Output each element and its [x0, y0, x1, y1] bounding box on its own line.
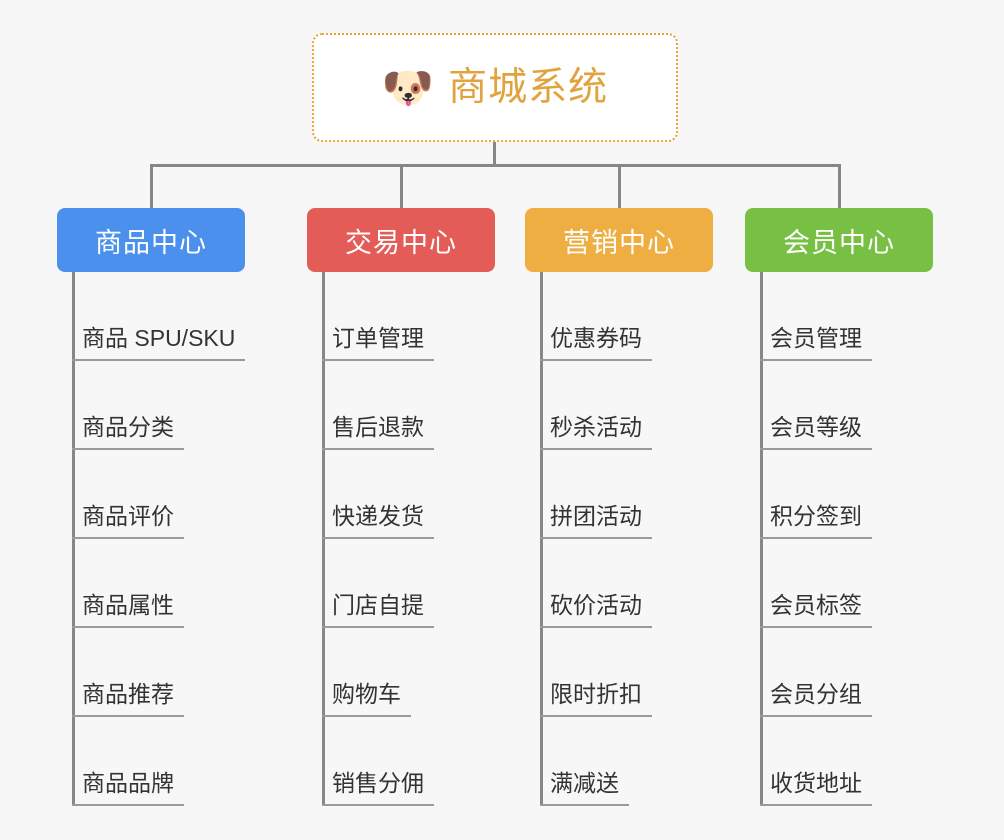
- list-item[interactable]: 商品属性: [57, 539, 245, 628]
- connector-drop-3: [618, 164, 621, 209]
- branch-column-1: 商品中心 商品 SPU/SKU 商品分类 商品评价 商品属性 商品推荐 商品品牌: [57, 208, 246, 806]
- branch-spine-2: [322, 272, 325, 806]
- list-item[interactable]: 会员标签: [745, 539, 933, 628]
- list-item[interactable]: 积分签到: [745, 450, 933, 539]
- branch-body-2: 订单管理 售后退款 快递发货 门店自提 购物车 销售分佣: [307, 272, 495, 806]
- list-item[interactable]: 商品 SPU/SKU: [57, 272, 246, 361]
- list-item[interactable]: 限时折扣: [525, 628, 713, 717]
- branch-column-4: 会员中心 会员管理 会员等级 积分签到 会员标签 会员分组 收货地址: [745, 208, 933, 806]
- leaf-label: 限时折扣: [540, 683, 652, 717]
- branch-header-1[interactable]: 商品中心: [57, 208, 245, 272]
- connector-trunk: [150, 164, 841, 167]
- leaf-label: 快递发货: [322, 505, 434, 539]
- branch-column-3: 营销中心 优惠券码 秒杀活动 拼团活动 砍价活动 限时折扣 满减送: [525, 208, 713, 806]
- list-item[interactable]: 商品推荐: [57, 628, 245, 717]
- branch-spine-3: [540, 272, 543, 806]
- list-item[interactable]: 会员分组: [745, 628, 933, 717]
- branch-body-4: 会员管理 会员等级 积分签到 会员标签 会员分组 收货地址: [745, 272, 933, 806]
- list-item[interactable]: 优惠券码: [525, 272, 713, 361]
- list-item[interactable]: 会员管理: [745, 272, 933, 361]
- leaf-label: 满减送: [540, 772, 629, 806]
- leaf-label: 售后退款: [322, 416, 434, 450]
- list-item[interactable]: 商品品牌: [57, 717, 245, 806]
- leaf-label: 秒杀活动: [540, 416, 652, 450]
- leaf-label: 会员分组: [760, 683, 872, 717]
- root-title: 商城系统: [448, 66, 609, 109]
- list-item[interactable]: 会员等级: [745, 361, 933, 450]
- leaf-label: 拼团活动: [540, 505, 652, 539]
- list-item[interactable]: 满减送: [525, 717, 713, 806]
- leaf-label: 订单管理: [322, 327, 434, 361]
- branch-column-2: 交易中心 订单管理 售后退款 快递发货 门店自提 购物车 销售分佣: [307, 208, 495, 806]
- list-item[interactable]: 订单管理: [307, 272, 495, 361]
- list-item[interactable]: 秒杀活动: [525, 361, 713, 450]
- branch-spine-1: [72, 272, 75, 806]
- leaf-label: 商品 SPU/SKU: [72, 327, 246, 361]
- branch-header-3[interactable]: 营销中心: [525, 208, 713, 272]
- leaf-label: 会员等级: [760, 416, 872, 450]
- dog-face-icon: 🐶: [381, 63, 435, 111]
- leaf-label: 优惠券码: [540, 327, 652, 361]
- list-item[interactable]: 商品评价: [57, 450, 245, 539]
- list-item[interactable]: 砍价活动: [525, 539, 713, 628]
- list-item[interactable]: 快递发货: [307, 450, 495, 539]
- leaf-label: 销售分佣: [322, 772, 434, 806]
- branch-header-2[interactable]: 交易中心: [307, 208, 495, 272]
- leaf-label: 商品品牌: [72, 772, 184, 806]
- list-item[interactable]: 购物车: [307, 628, 495, 717]
- branch-body-3: 优惠券码 秒杀活动 拼团活动 砍价活动 限时折扣 满减送: [525, 272, 713, 806]
- connector-drop-4: [838, 164, 841, 209]
- list-item[interactable]: 门店自提: [307, 539, 495, 628]
- leaf-label: 商品分类: [72, 416, 184, 450]
- leaf-label: 门店自提: [322, 594, 434, 628]
- list-item[interactable]: 售后退款: [307, 361, 495, 450]
- list-item[interactable]: 收货地址: [745, 717, 933, 806]
- leaf-label: 积分签到: [760, 505, 872, 539]
- branch-spine-4: [760, 272, 763, 806]
- connector-drop-2: [400, 164, 403, 209]
- connector-root-stem: [493, 142, 496, 167]
- leaf-label: 会员标签: [760, 594, 872, 628]
- list-item[interactable]: 销售分佣: [307, 717, 495, 806]
- list-item[interactable]: 拼团活动: [525, 450, 713, 539]
- leaf-label: 商品评价: [72, 505, 184, 539]
- leaf-label: 收货地址: [760, 772, 872, 806]
- connector-drop-1: [150, 164, 153, 209]
- leaf-label: 砍价活动: [540, 594, 652, 628]
- branch-body-1: 商品 SPU/SKU 商品分类 商品评价 商品属性 商品推荐 商品品牌: [57, 272, 246, 806]
- branch-header-4[interactable]: 会员中心: [745, 208, 933, 272]
- leaf-label: 商品属性: [72, 594, 184, 628]
- leaf-label: 购物车: [322, 683, 411, 717]
- root-node[interactable]: 🐶 商城系统: [312, 33, 678, 142]
- leaf-label: 商品推荐: [72, 683, 184, 717]
- list-item[interactable]: 商品分类: [57, 361, 245, 450]
- leaf-label: 会员管理: [760, 327, 872, 361]
